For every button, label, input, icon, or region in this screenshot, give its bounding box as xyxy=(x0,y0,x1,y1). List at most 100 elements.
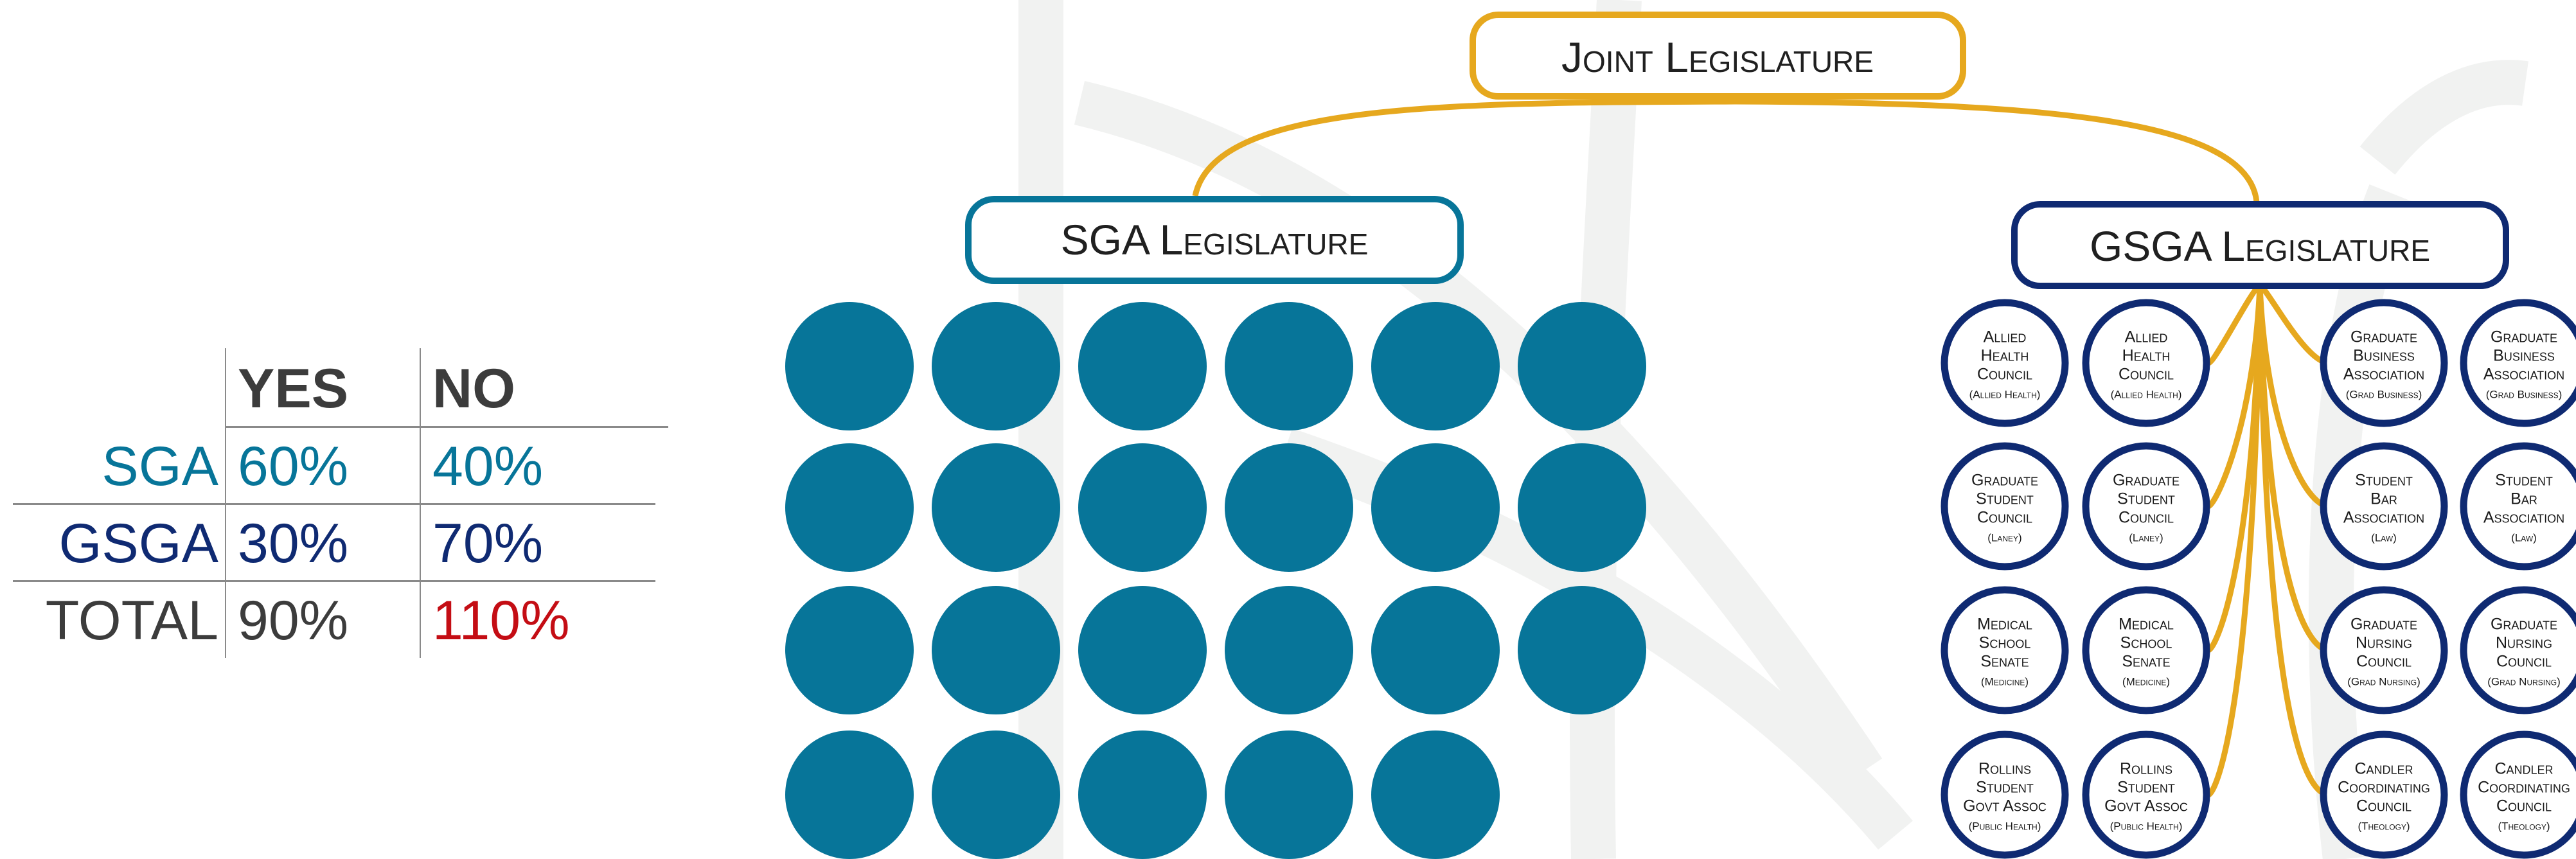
joint-to-gsga-connector xyxy=(1734,98,2260,203)
gsga-seat-name-line: Student xyxy=(1976,779,2034,797)
gsga-legislature-box: GSGA Legislature xyxy=(2011,201,2509,289)
gsga-seat-name-line: Rollins xyxy=(2120,760,2172,778)
yes-header: YES xyxy=(238,358,349,420)
gsga-seat-ring xyxy=(2460,442,2576,571)
gsga-seat-name-line: Council xyxy=(2119,366,2174,384)
sga-seat xyxy=(1371,443,1500,572)
gsga-seat-name-line: Graduate xyxy=(2350,615,2417,633)
gsga-seat-ring xyxy=(2460,586,2576,714)
sga-seat xyxy=(1371,586,1500,714)
gsga-seat-ring xyxy=(2320,442,2448,571)
sga-seat xyxy=(932,302,1060,430)
gsga-seat-name-line: Candler xyxy=(2494,760,2553,778)
gsga-seat-name-line: Business xyxy=(2353,347,2415,365)
gsga-seat-name-line: Association xyxy=(2343,509,2424,527)
gsga-seat-abbr: (Allied Health) xyxy=(1969,389,2041,401)
gsga-seat-name-line: Student xyxy=(2117,490,2175,508)
no-header: NO xyxy=(432,358,515,420)
gsga-seat-ring xyxy=(2320,731,2448,859)
gsga-seat-ring xyxy=(1941,442,2069,571)
sga-legislature-box: SGA Legislature xyxy=(965,196,1464,284)
gsga-seat-name-line: Council xyxy=(1977,366,2032,384)
gsga-seat-abbr: (Grad Nursing) xyxy=(2347,676,2421,688)
total-row-label: TOTAL xyxy=(45,590,218,651)
gsga-seat-ring xyxy=(2460,299,2576,427)
gsga-branch-right xyxy=(2258,283,2330,366)
gsga-seat-ring xyxy=(2082,299,2210,427)
gsga-seat-name-line: Coordinating xyxy=(2478,779,2570,797)
gsga-seat-name-line: Nursing xyxy=(2496,634,2552,652)
gsga-seat-name-line: Nursing xyxy=(2356,634,2412,652)
gsga-seat-name-line: School xyxy=(1979,634,2031,652)
sga-legislature-title: SGA Legislature xyxy=(1061,216,1369,263)
gsga-seat-name-line: Govt Assoc xyxy=(1963,797,2047,815)
sga-row-label: SGA xyxy=(102,436,218,497)
joint-legislature-title: Joint Legislature xyxy=(1561,33,1874,81)
gsga-seat-name-line: Bar xyxy=(2370,490,2397,508)
sga-seat xyxy=(1078,302,1207,430)
gsga-seat-ring xyxy=(2320,299,2448,427)
total-yes-value: 90% xyxy=(238,590,349,651)
table-divider-horizontal-3 xyxy=(13,580,655,582)
gsga-seat-abbr: (Law) xyxy=(2371,532,2397,544)
gsga-seat-abbr: (Allied Health) xyxy=(2111,389,2182,401)
sga-seat xyxy=(932,443,1060,572)
sga-seat xyxy=(785,731,914,859)
gsga-seat-ring xyxy=(1941,299,2069,427)
gsga-seat-abbr: (Grad Nursing) xyxy=(2487,676,2561,688)
gsga-seat-name-line: Association xyxy=(2483,509,2564,527)
gsga-seat-ring xyxy=(2082,731,2210,859)
gsga-seat-abbr: (Grad Business) xyxy=(2486,389,2563,401)
gsga-seat-abbr: (Grad Business) xyxy=(2346,389,2422,401)
gsga-seat-name-line: Association xyxy=(2483,366,2564,384)
gsga-seat-ring xyxy=(2320,586,2448,714)
sga-seat xyxy=(785,302,914,430)
sga-seat xyxy=(1371,302,1500,430)
gsga-seat-name-line: Candler xyxy=(2354,760,2413,778)
table-divider-horizontal-2 xyxy=(13,503,655,505)
sga-yes-value: 60% xyxy=(238,436,349,497)
gsga-seat-name-line: Rollins xyxy=(1978,760,2031,778)
gsga-seat-name-line: Graduate xyxy=(2491,615,2557,633)
gsga-seat-name-line: Health xyxy=(2122,347,2171,365)
gsga-seat-name-line: Govt Assoc xyxy=(2104,797,2188,815)
gsga-seat-name-line: Allied xyxy=(1984,328,2027,346)
sga-seat xyxy=(1225,302,1353,430)
gsga-seat-ring xyxy=(2082,442,2210,571)
gsga-row-label: GSGA xyxy=(58,513,218,574)
gsga-seat-ring xyxy=(2460,731,2576,859)
sga-seat xyxy=(1078,731,1207,859)
sga-seat xyxy=(1078,443,1207,572)
watermark-torch xyxy=(1018,0,2528,859)
total-no-value: 110% xyxy=(432,590,570,651)
sga-seat xyxy=(1225,586,1353,714)
gsga-seat-name-line: Graduate xyxy=(2491,328,2557,346)
gsga-seat-name-line: Medical xyxy=(2119,615,2174,633)
gsga-seat-ring xyxy=(1941,586,2069,714)
sga-seat xyxy=(932,586,1060,714)
gsga-no-value: 70% xyxy=(432,513,544,574)
gsga-seat-ring xyxy=(2082,586,2210,714)
gsga-seat-name-line: Student xyxy=(2495,472,2553,490)
sga-seat xyxy=(1225,443,1353,572)
gsga-seat-name-line: Senate xyxy=(1980,653,2029,671)
gsga-seat-abbr: (Laney) xyxy=(1987,532,2021,544)
gsga-seat-name-line: Council xyxy=(1977,509,2032,527)
gsga-seat-name-line: Medical xyxy=(1977,615,2032,633)
gsga-seat-name-line: School xyxy=(2120,634,2172,652)
gsga-yes-value: 30% xyxy=(238,513,349,574)
gsga-seat-abbr: (Law) xyxy=(2511,532,2537,544)
gsga-seat-name-line: Council xyxy=(2496,653,2552,671)
gsga-seat-abbr: (Theology) xyxy=(2358,820,2410,833)
